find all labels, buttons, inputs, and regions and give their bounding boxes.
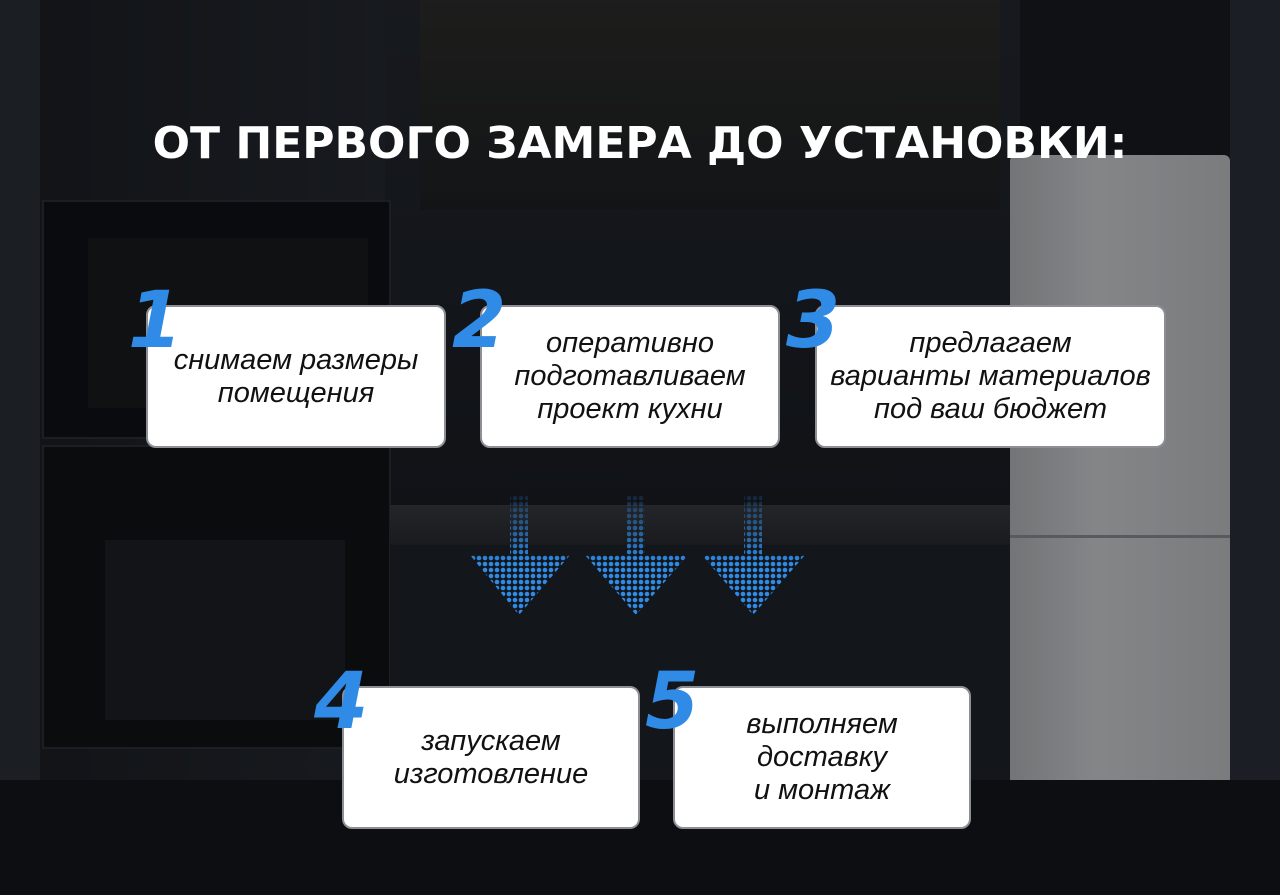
- page-title: ОТ ПЕРВОГО ЗАМЕРА ДО УСТАНОВКИ:: [152, 118, 1128, 169]
- step-3-card: предлагаем варианты материалов под ваш б…: [815, 305, 1166, 448]
- step-2-number: 2: [452, 276, 507, 366]
- step-4-card: запускаем изготовление: [342, 686, 640, 829]
- step-3-text: предлагаем варианты материалов под ваш б…: [830, 327, 1151, 425]
- step-3-number: 3: [786, 276, 841, 366]
- step-4-number: 4: [314, 657, 369, 747]
- step-5-number: 5: [645, 657, 700, 747]
- down-arrow-icon: [470, 495, 570, 615]
- down-arrows: [470, 495, 805, 615]
- step-1-text: снимаем размеры помещения: [173, 343, 419, 409]
- down-arrow-icon: [702, 495, 805, 615]
- step-5-card: выполняем доставку и монтаж: [673, 686, 971, 829]
- step-4-text: запускаем изготовление: [393, 724, 589, 790]
- step-2-text: оперативно подготавливаем проект кухни: [514, 327, 746, 425]
- step-1-number: 1: [128, 276, 183, 366]
- step-5-text: выполняем доставку и монтаж: [746, 708, 898, 806]
- step-1-card: снимаем размеры помещения: [146, 305, 446, 448]
- down-arrow-icon: [585, 495, 688, 615]
- step-2-card: оперативно подготавливаем проект кухни: [480, 305, 780, 448]
